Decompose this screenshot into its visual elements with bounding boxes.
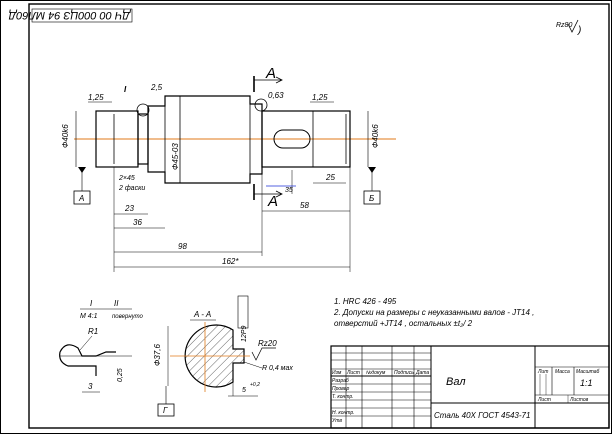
tb-col-doc: №докум — [366, 370, 386, 376]
material: Сталь 40Х ГОСТ 4543-71 — [434, 411, 530, 420]
rough-1: 1,25 — [88, 93, 104, 102]
section-depth: 5 — [242, 387, 246, 394]
rough-2: 0,63 — [268, 91, 284, 100]
detail-scale: M 4:1 — [80, 313, 98, 320]
chamfers-count: 2 фаски — [118, 185, 145, 192]
tb-sheets: Листов — [569, 397, 589, 403]
section-depth-tol: +0,2 — [250, 382, 260, 388]
note-2: 2. Допуски на размеры с неуказанными вал… — [333, 308, 534, 317]
detail-i-label: I — [90, 299, 93, 308]
section-arrow-top — [254, 76, 283, 84]
roughness-paren: ) — [577, 25, 581, 36]
detail-r1: R1 — [88, 327, 98, 336]
tb-mass: Масса — [555, 369, 570, 375]
tb-role-nkontr: Н. контр. — [332, 410, 355, 416]
datum-a-box — [73, 190, 91, 205]
keyway-slot — [273, 129, 311, 149]
section-rmax-leader — [243, 361, 263, 369]
datum-b-icon — [368, 167, 376, 173]
tb-col-sign: Подпись — [394, 370, 414, 376]
detail-rotated: повернуто — [112, 314, 144, 320]
datum-g: Г — [163, 406, 168, 415]
d-left-journal: Ф40k6 — [61, 124, 70, 148]
inner-frame — [28, 3, 610, 429]
chamfer-note: 2×45 — [118, 175, 135, 182]
len-58: 58 — [300, 201, 309, 210]
note-1: 1. HRC 426 - 495 — [334, 297, 397, 306]
section-rmax: R 0,4 мах — [262, 365, 293, 372]
section-title: A - A — [193, 310, 211, 319]
tb-role-utv: Утв — [332, 418, 342, 424]
tb-lit: Лит — [537, 369, 548, 375]
section-tol-box — [237, 295, 249, 329]
tb-role-razrab: Разраб — [332, 378, 349, 384]
detail-r1-leader — [79, 335, 93, 351]
section-mark-bottom: A — [267, 193, 278, 210]
section-rz-icon — [251, 347, 276, 361]
tb-scale-value: 1:1 — [580, 378, 593, 388]
groove-2-5: 2,5 — [150, 83, 163, 92]
section-arrow-bottom — [254, 190, 283, 198]
tb-sheet: Лист — [537, 397, 551, 403]
tb-role-tkontr: Т. контр. — [332, 394, 354, 400]
roughness-general: Rz80 — [556, 22, 572, 29]
len-35: 35 — [285, 187, 293, 194]
detail-ii-label: II — [114, 299, 119, 308]
datum-g-box — [157, 403, 175, 417]
section-diameter: Ф37,6 — [153, 344, 162, 366]
title-block — [330, 345, 610, 429]
len-36: 36 — [133, 218, 142, 227]
datum-b-box — [363, 190, 381, 205]
detail-profile — [59, 344, 116, 376]
roughness-general-icon — [567, 19, 579, 33]
rough-3: 1,25 — [312, 93, 328, 102]
tb-col-date: Дата — [415, 370, 429, 376]
part-name: Вал — [446, 376, 466, 388]
section-width: 12P9 — [241, 326, 248, 342]
doc-code: ДЧ 00 000ЦЗ 94 МЛ60Д — [8, 9, 132, 21]
note-3: отверстий +JT14 , остальных ±t₂/ 2 — [334, 319, 473, 328]
datum-b: Б — [369, 194, 374, 203]
section-rz: Rz20 — [258, 339, 277, 348]
len-25: 25 — [325, 173, 335, 182]
right-journal — [261, 110, 351, 168]
tb-col-list: Лист — [346, 370, 360, 376]
datum-a: A — [78, 194, 84, 203]
len-98: 98 — [178, 242, 187, 251]
section-mark-top: A — [265, 65, 276, 82]
len-23: 23 — [124, 204, 134, 213]
detail-label-i: I — [124, 85, 127, 94]
tb-role-prover: Провер — [332, 386, 349, 392]
detail-d025: 0,25 — [117, 368, 124, 382]
datum-a-icon — [78, 167, 86, 173]
d-center: Ф45-03 — [171, 143, 180, 170]
detail-3: 3 — [88, 382, 93, 391]
tb-col-izm: Изм — [332, 370, 342, 376]
tb-scale: Масштаб — [576, 369, 600, 375]
len-total: 162* — [222, 257, 239, 266]
doc-code-box — [31, 8, 133, 23]
detail-circle-i — [136, 103, 150, 117]
detail-circle-ii — [254, 98, 268, 112]
d-right-journal: Ф40k6 — [371, 124, 380, 148]
